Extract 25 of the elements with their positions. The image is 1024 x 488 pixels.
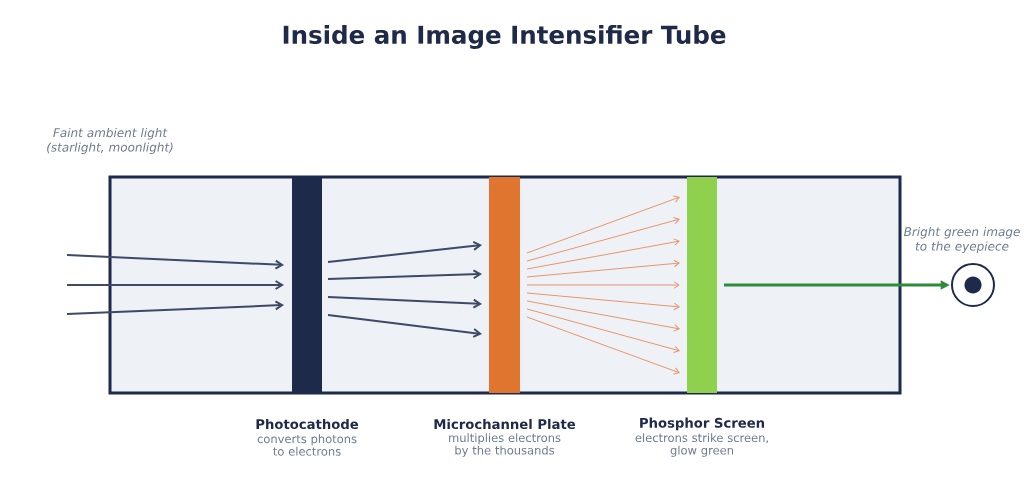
component-name: Phosphor Screen bbox=[640, 417, 765, 431]
arrow bbox=[327, 269, 482, 280]
arrow bbox=[526, 300, 680, 332]
arrow bbox=[526, 281, 680, 289]
title: Inside an Image Intensifier Tube bbox=[283, 25, 726, 49]
arrow bbox=[526, 292, 680, 311]
arrow bbox=[327, 296, 482, 309]
arrow bbox=[66, 300, 284, 315]
component-description: multiplies electrons by the thousands bbox=[449, 433, 561, 457]
arrow bbox=[526, 216, 680, 262]
arrow bbox=[526, 238, 680, 270]
arrow bbox=[66, 254, 284, 270]
arrow bbox=[327, 240, 482, 263]
caption-text: Bright green image to the eyepiece bbox=[903, 226, 1020, 254]
component-description: converts photons to electrons bbox=[257, 434, 357, 456]
component-name: Microchannel Plate bbox=[434, 418, 576, 430]
arrow bbox=[526, 195, 680, 254]
component-name: Photocathode bbox=[256, 418, 359, 430]
arrow bbox=[526, 308, 680, 354]
arrow bbox=[526, 259, 680, 278]
note-text: Faint ambient light (starlight, moonlight) bbox=[47, 127, 173, 155]
arrow bbox=[66, 280, 284, 290]
arrow bbox=[526, 316, 680, 375]
component-description: electrons strike screen, glow green bbox=[635, 433, 768, 457]
arrow bbox=[327, 314, 482, 338]
